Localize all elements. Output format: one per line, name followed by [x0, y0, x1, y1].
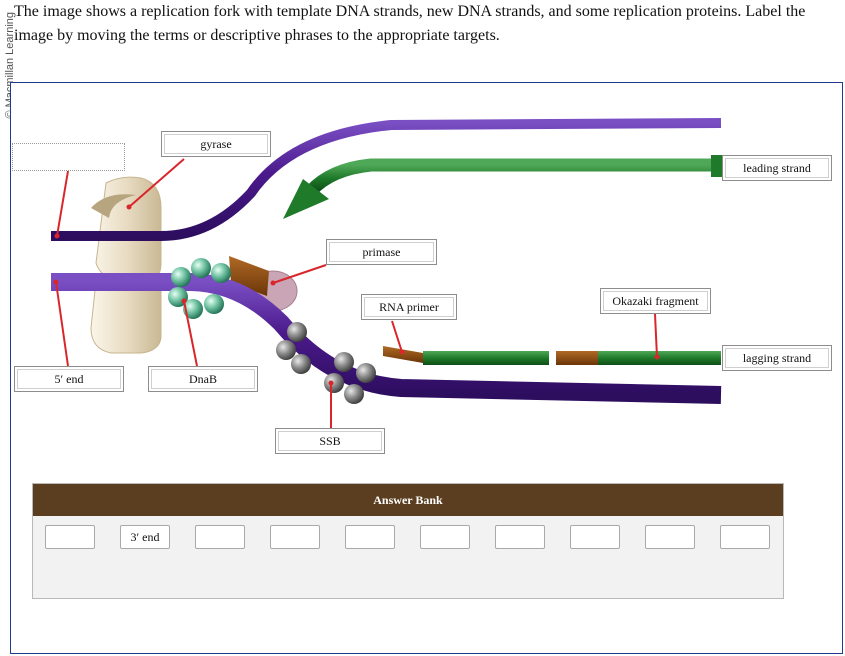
replication-fork-diagram — [51, 118, 723, 428]
okazaki-primer-2 — [556, 351, 598, 365]
leader-line-top-left — [56, 170, 69, 237]
dnab-subunit — [191, 258, 211, 278]
label-5-prime-end[interactable]: 5′ end — [14, 366, 124, 392]
leader-line-rna-primer — [391, 320, 403, 353]
answer-bank-slot[interactable] — [645, 525, 695, 549]
label-ssb[interactable]: SSB — [275, 428, 385, 454]
leader-line-primase — [272, 264, 327, 284]
gyrase-shading — [91, 194, 136, 218]
leader-dot — [328, 380, 334, 386]
leader-line-gyrase — [128, 158, 185, 208]
leader-dot — [654, 354, 660, 360]
leader-line-okazaki — [654, 313, 658, 358]
primase-primer-block — [229, 256, 269, 296]
question-prompt: The image shows a replication fork with … — [14, 3, 806, 44]
label-lagging-strand[interactable]: lagging strand — [722, 345, 832, 371]
dnab-subunit — [211, 263, 231, 283]
ssb-protein — [356, 363, 376, 383]
answer-bank-slot[interactable] — [570, 525, 620, 549]
answer-bank-slot[interactable] — [495, 525, 545, 549]
label-dnab[interactable]: DnaB — [148, 366, 258, 392]
ssb-protein — [334, 352, 354, 372]
ssb-protein — [344, 384, 364, 404]
ssb-protein — [324, 373, 344, 393]
leader-line-dnab — [183, 300, 198, 367]
ssb-protein — [291, 354, 311, 374]
ssb-protein — [287, 322, 307, 342]
answer-bank-slot[interactable] — [45, 525, 95, 549]
answer-bank-slot[interactable] — [720, 525, 770, 549]
leader-dot — [181, 298, 187, 304]
leader-dot — [270, 280, 276, 286]
label-leading-strand[interactable]: leading strand — [722, 155, 832, 181]
okazaki-segment-2 — [598, 351, 721, 365]
leader-dot — [54, 233, 60, 239]
leading-strand — [306, 158, 721, 196]
leader-dot — [53, 279, 59, 285]
label-primase[interactable]: primase — [326, 239, 437, 265]
label-rna-primer[interactable]: RNA primer — [361, 294, 457, 320]
leader-line-5-end — [55, 281, 69, 367]
answer-bank-slot[interactable] — [345, 525, 395, 549]
okazaki-segment-1 — [423, 351, 549, 365]
leading-strand-arrow — [283, 179, 329, 219]
leader-dot — [399, 349, 405, 355]
lower-template-strand — [51, 273, 722, 404]
rna-primer-segment — [383, 346, 423, 363]
answer-bank-slot[interactable] — [420, 525, 470, 549]
label-gyrase[interactable]: gyrase — [161, 131, 271, 157]
answer-bank: Answer Bank 3′ end — [32, 483, 784, 599]
leader-dot — [126, 204, 132, 210]
label-okazaki-fragment[interactable]: Okazaki fragment — [600, 288, 711, 314]
dnab-subunit — [183, 299, 203, 319]
answer-bank-slot-3-prime-end[interactable]: 3′ end — [120, 525, 170, 549]
dnab-subunit — [171, 267, 191, 287]
leading-strand-end — [711, 155, 723, 177]
answer-bank-header: Answer Bank — [33, 484, 783, 516]
empty-drop-target[interactable] — [12, 143, 125, 171]
ssb-protein — [276, 340, 296, 360]
upper-template-strand — [51, 118, 722, 241]
dnab-subunit — [204, 294, 224, 314]
answer-bank-slot[interactable] — [270, 525, 320, 549]
answer-bank-slot[interactable] — [195, 525, 245, 549]
